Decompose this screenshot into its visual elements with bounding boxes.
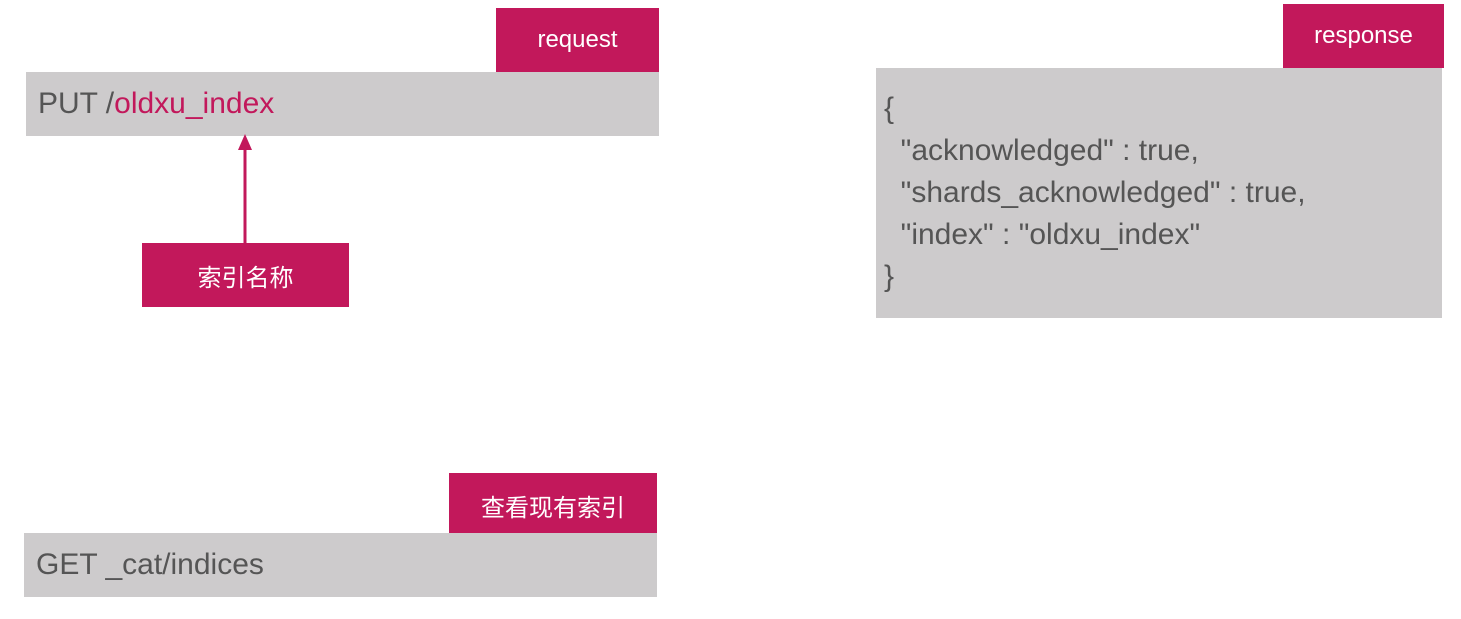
index-name-annotation: 索引名称 [142, 243, 349, 307]
request-command-box: PUT /oldxu_index [26, 72, 659, 136]
response-json-line: "acknowledged" : true, [884, 134, 1199, 167]
request-method-path: PUT / [38, 87, 115, 120]
response-json-line: } [884, 260, 895, 293]
annotation-arrow-icon [238, 134, 252, 244]
response-json-line: { [884, 92, 895, 125]
response-json-line: "shards_acknowledged" : true, [884, 176, 1306, 209]
response-tag: response [1283, 4, 1444, 68]
response-json-box: { "acknowledged" : true, "shards_acknowl… [876, 68, 1442, 318]
list-indices-command-box: GET _cat/indices [24, 533, 657, 597]
request-index-name: oldxu_index [114, 87, 275, 120]
request-tag: request [496, 8, 659, 72]
response-json-line: "index" : "oldxu_index" [884, 218, 1201, 251]
list-indices-command: GET _cat/indices [36, 548, 264, 581]
list-indices-tag: 查看现有索引 [449, 473, 657, 537]
